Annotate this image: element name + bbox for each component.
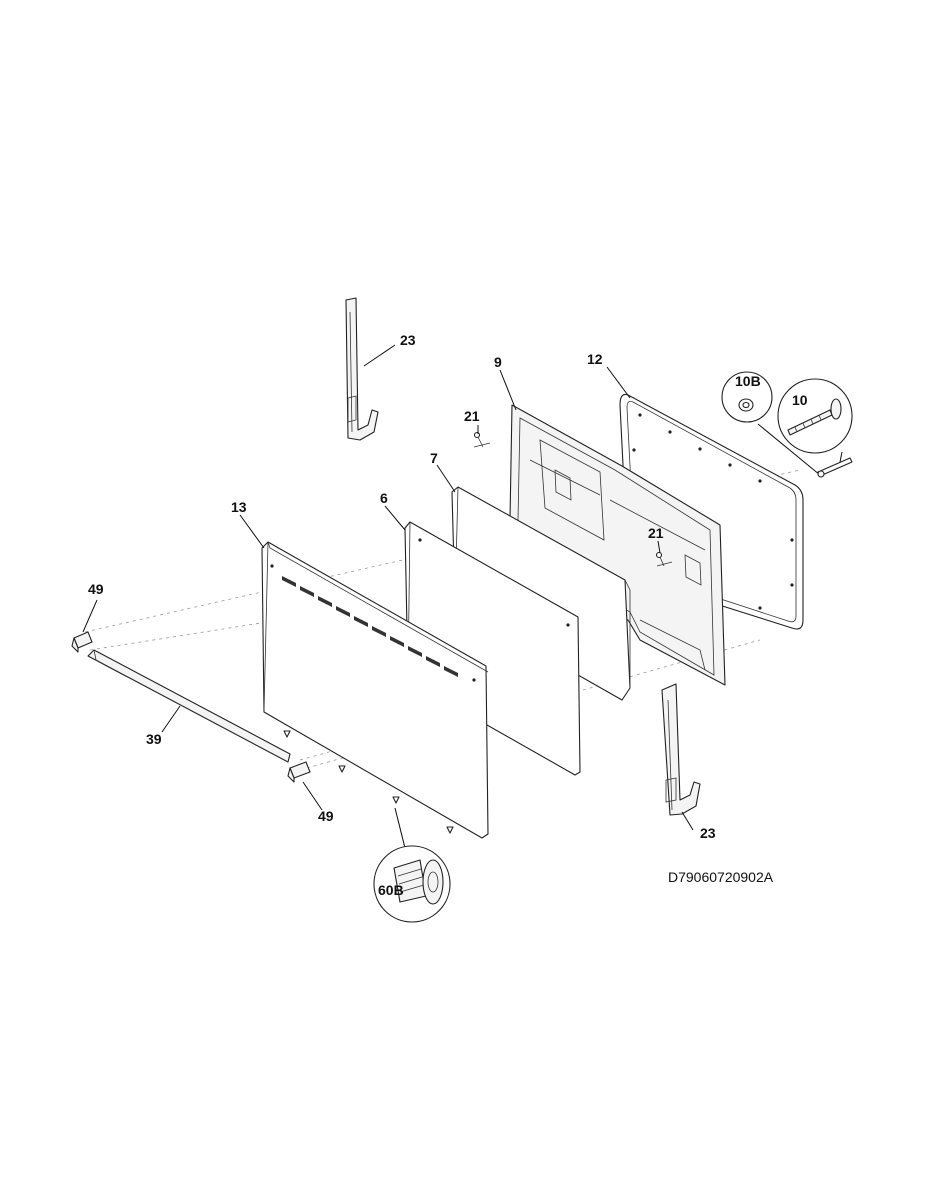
- door-screws: [283, 730, 454, 834]
- callout-13: 13: [231, 499, 247, 515]
- part-21-screw-top: [473, 431, 491, 448]
- part-23-hinge-bottom: [661, 683, 701, 816]
- leader-lines: [82, 344, 821, 849]
- callout-10B: 10B: [735, 373, 761, 389]
- part-13-outer-door-panel: [261, 541, 489, 839]
- callout-49-bottom: 49: [318, 808, 334, 824]
- callout-23-top: 23: [400, 332, 416, 348]
- callout-23-bottom: 23: [700, 825, 716, 841]
- detail-10B-washer: [721, 371, 773, 423]
- callout-39: 39: [146, 731, 162, 747]
- callout-49-top: 49: [88, 581, 104, 597]
- part-49-end-cap-top: [71, 631, 93, 653]
- callout-10: 10: [792, 392, 808, 408]
- detail-60B-screw: [373, 845, 451, 923]
- callout-21-top: 21: [464, 408, 480, 424]
- part-39-trim-strip: [87, 649, 291, 763]
- part-49-end-cap-bottom: [287, 761, 311, 783]
- callout-labels: 23 9 12 10B 10 21 7 6 21 13 49 39 49 23 …: [88, 332, 808, 898]
- callout-6: 6: [380, 490, 388, 506]
- detail-10-bolt: [777, 378, 853, 478]
- callout-9: 9: [494, 354, 502, 370]
- callout-21-mid: 21: [648, 525, 664, 541]
- callout-7: 7: [430, 450, 438, 466]
- diagram-code: D79060720902A: [668, 869, 774, 885]
- callout-12: 12: [587, 351, 603, 367]
- part-21-screw-mid: [655, 551, 673, 567]
- callout-60B: 60B: [378, 882, 404, 898]
- part-23-hinge-top: [345, 297, 379, 441]
